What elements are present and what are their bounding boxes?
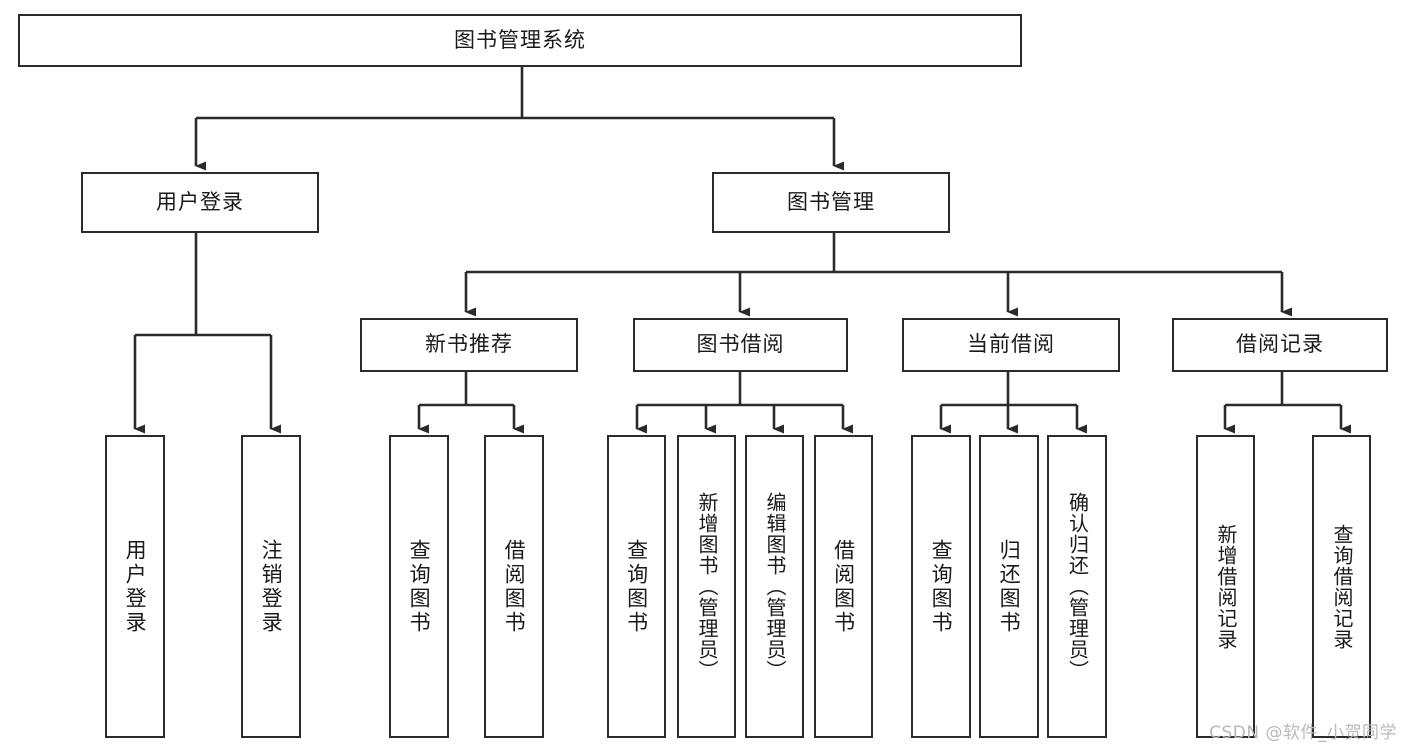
leaf-add-borrow-record[interactable]: 新增借阅记录	[1196, 435, 1255, 738]
leaf-add-book[interactable]: 新增图书（管理员）	[677, 435, 736, 738]
node-current-borrow[interactable]: 当前借阅	[902, 318, 1120, 372]
leaf-user-login[interactable]: 用户登录	[105, 435, 165, 738]
leaf-query-book-borrow[interactable]: 查询图书	[607, 435, 666, 738]
node-user-login[interactable]: 用户登录	[81, 172, 319, 233]
leaf-return-book[interactable]: 归还图书	[979, 435, 1039, 738]
leaf-query-book-recommend[interactable]: 查询图书	[389, 435, 449, 738]
leaf-borrow-book-recommend[interactable]: 借阅图书	[484, 435, 544, 738]
leaf-logout-login[interactable]: 注销登录	[241, 435, 301, 738]
leaf-query-book-current[interactable]: 查询图书	[911, 435, 971, 738]
node-book-borrow[interactable]: 图书借阅	[633, 318, 848, 372]
leaf-query-borrow-record[interactable]: 查询借阅记录	[1312, 435, 1371, 738]
leaf-borrow-book[interactable]: 借阅图书	[814, 435, 873, 738]
node-root[interactable]: 图书管理系统	[18, 14, 1022, 67]
leaf-confirm-return[interactable]: 确认归还（管理员）	[1047, 435, 1107, 738]
node-new-book-recommend[interactable]: 新书推荐	[360, 318, 578, 372]
leaf-edit-book[interactable]: 编辑图书（管理员）	[745, 435, 804, 738]
node-borrow-record[interactable]: 借阅记录	[1172, 318, 1388, 372]
node-book-management[interactable]: 图书管理	[712, 172, 950, 233]
